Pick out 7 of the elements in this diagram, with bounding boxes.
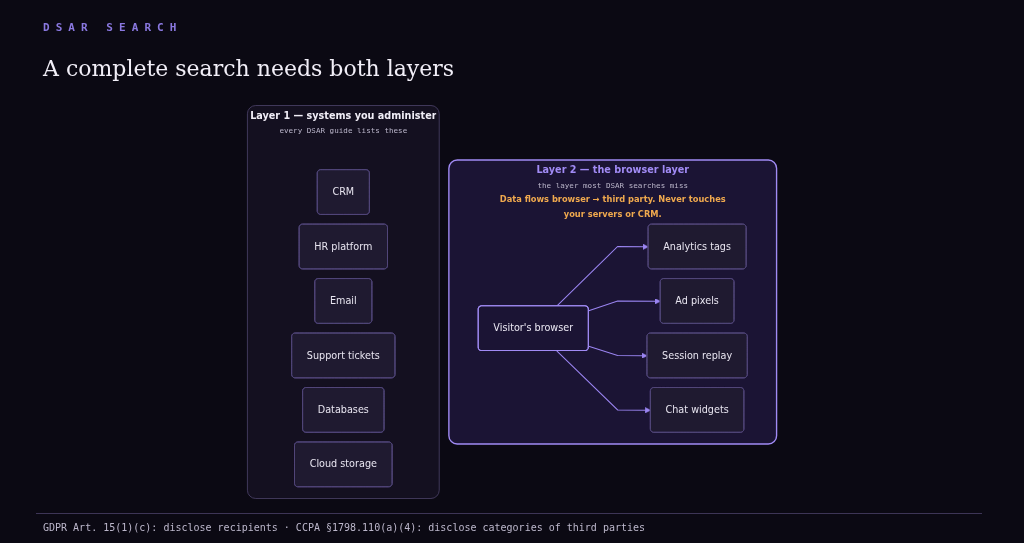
arrow: [556, 350, 651, 414]
arrow: [556, 243, 649, 307]
footnote-text: GDPR Art. 15(1)(c): disclose recipients · CCPA §1798.110(a)(4): disclose categories of third parties: [43, 522, 646, 533]
arrow: [588, 345, 648, 359]
page-title: A complete search needs both layers: [43, 56, 455, 81]
arrow: [588, 298, 661, 312]
section-label: DSAR SEARCH: [43, 21, 183, 34]
